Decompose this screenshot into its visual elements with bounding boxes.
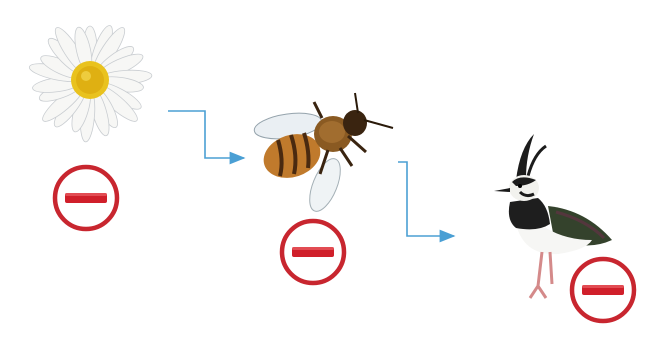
arrow-bee-to-lapwing <box>398 162 454 236</box>
arrow-daisy-to-bee <box>168 111 244 158</box>
minus-icon <box>568 255 638 325</box>
node-bee <box>248 88 398 213</box>
badge-bee <box>278 217 348 287</box>
node-daisy <box>18 12 162 148</box>
daisy-flower-icon <box>18 12 162 148</box>
badge-daisy <box>51 163 121 233</box>
badge-lapwing <box>568 255 638 325</box>
minus-icon <box>278 217 348 287</box>
honey-bee-icon <box>248 88 398 213</box>
minus-icon <box>51 163 121 233</box>
